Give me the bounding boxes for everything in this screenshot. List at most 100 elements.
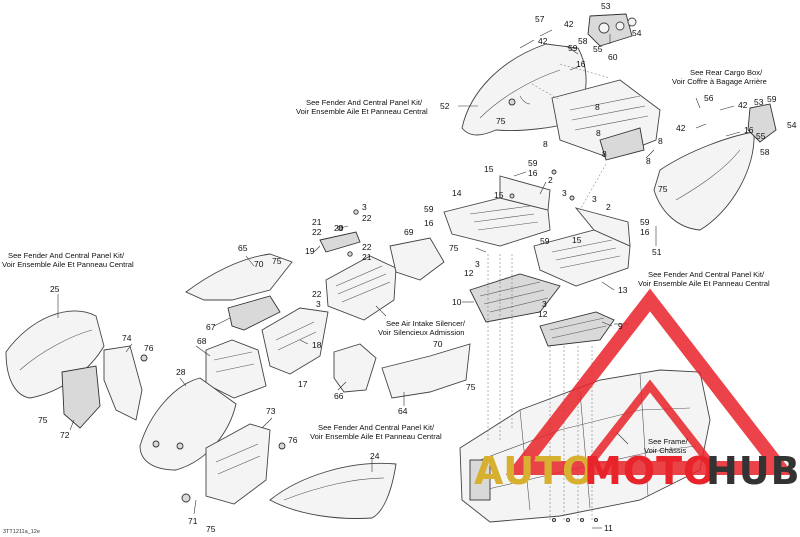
callout-28: 28: [176, 367, 186, 377]
leader-lines: [57, 29, 741, 529]
note-fender-left-line1: See Fender And Central Panel Kit/: [8, 251, 125, 260]
callout-22: 22: [362, 242, 372, 252]
watermark-logo: [505, 288, 795, 475]
note-cargo-box-line1: See Rear Cargo Box/: [690, 68, 763, 77]
callout-58: 58: [760, 147, 770, 157]
callout-59: 59: [640, 217, 650, 227]
callout-12: 12: [464, 268, 474, 278]
callout-8: 8: [543, 139, 548, 149]
callout-10: 10: [452, 297, 462, 307]
callout-3: 3: [542, 299, 547, 309]
callout-66: 66: [334, 391, 344, 401]
callout-68: 68: [197, 336, 207, 346]
callout-69: 69: [404, 227, 414, 237]
callout-75: 75: [658, 184, 668, 194]
tail-light-part: [587, 13, 637, 47]
rack-panel-10-part: [469, 273, 561, 323]
callout-60: 60: [608, 52, 618, 62]
callout-9: 9: [618, 321, 623, 331]
callout-16: 16: [424, 218, 434, 228]
callout-22: 22: [312, 289, 322, 299]
panel-73-part: [205, 423, 271, 505]
note-fender-bottom-line2: Voir Ensemble Aile Et Panneau Central: [310, 432, 442, 441]
watermark-brand-moto: MOTO: [584, 449, 716, 493]
callout-22: 22: [362, 213, 372, 223]
callout-51: 51: [652, 247, 662, 257]
callout-64: 64: [398, 406, 408, 416]
bracket-19-part: [319, 231, 361, 253]
callout-15: 15: [484, 164, 494, 174]
callout-25: 25: [50, 284, 60, 294]
callout-73: 73: [266, 406, 276, 416]
callout-20: 20: [334, 223, 344, 233]
callout-16: 16: [528, 168, 538, 178]
note-air-intake-line2: Voir Silencieux Admission: [378, 328, 465, 337]
callout-75: 75: [466, 382, 476, 392]
callout-74: 74: [122, 333, 132, 343]
callout-54: 54: [787, 120, 797, 130]
callout-24: 24: [370, 451, 380, 461]
callout-3: 3: [592, 194, 597, 204]
callout-59: 59: [568, 43, 578, 53]
callout-76: 76: [144, 343, 154, 353]
callout-56: 56: [704, 93, 714, 103]
callout-21: 21: [362, 252, 372, 262]
callout-57: 57: [535, 14, 545, 24]
callout-2: 2: [606, 202, 611, 212]
callout-42: 42: [538, 36, 548, 46]
callout-17: 17: [298, 379, 308, 389]
callout-59: 59: [424, 204, 434, 214]
frame-part: [459, 369, 711, 523]
left-front-fender-part: [5, 310, 105, 399]
callout-15: 15: [494, 190, 504, 200]
callout-55: 55: [756, 131, 766, 141]
callout-59: 59: [767, 94, 777, 104]
panel-69-part: [389, 237, 445, 281]
callout-13: 13: [618, 285, 628, 295]
callout-3: 3: [316, 299, 321, 309]
callout-72: 72: [60, 430, 70, 440]
callout-12: 12: [538, 309, 548, 319]
callout-14: 14: [452, 188, 462, 198]
callout-42: 42: [738, 100, 748, 110]
callout-8: 8: [646, 156, 651, 166]
console-18-part: [261, 307, 329, 375]
callout-75: 75: [449, 243, 459, 253]
callout-42: 42: [676, 123, 686, 133]
callout-58: 58: [578, 36, 588, 46]
panel-74-part: [103, 345, 143, 421]
bottom-fender-24-part: [269, 462, 397, 519]
callout-15: 15: [572, 235, 582, 245]
note-air-intake-line1: See Air Intake Silencer/: [386, 319, 466, 328]
callouts: 53 57 42 42 58 59 55 54 60 16 52 75 8 8 …: [38, 1, 797, 534]
note-fender-bottom-line1: See Fender And Central Panel Kit/: [318, 423, 435, 432]
callout-75: 75: [38, 415, 48, 425]
callout-8: 8: [602, 149, 607, 159]
callout-22: 22: [312, 227, 322, 237]
callout-71: 71: [188, 516, 198, 526]
fasteners: [140, 169, 599, 523]
callout-65: 65: [238, 243, 248, 253]
watermark-triangle-icon: [505, 288, 795, 475]
note-fender-left-line2: Voir Ensemble Aile Et Panneau Central: [2, 260, 134, 269]
callout-55: 55: [593, 44, 603, 54]
callout-76: 76: [288, 435, 298, 445]
note-frame-line2: Voir Châssis: [644, 446, 686, 455]
note-cargo-box-line2: Voir Coffre à Bagage Arrière: [672, 77, 767, 86]
callout-21: 21: [312, 217, 322, 227]
callout-3: 3: [362, 202, 367, 212]
air-intake-silencer-part: [325, 255, 397, 321]
callout-8: 8: [595, 102, 600, 112]
note-frame-line1: See Frame/: [648, 437, 689, 446]
callout-75: 75: [206, 524, 216, 534]
panel-65-part: [185, 253, 293, 301]
callout-70: 70: [254, 259, 264, 269]
watermark-brand-hub: HUB: [706, 449, 800, 493]
callout-16: 16: [744, 125, 754, 135]
callout-16: 16: [576, 59, 586, 69]
callout-19: 19: [305, 246, 315, 256]
right-tail-light-part: [747, 103, 777, 143]
callout-67: 67: [206, 322, 216, 332]
